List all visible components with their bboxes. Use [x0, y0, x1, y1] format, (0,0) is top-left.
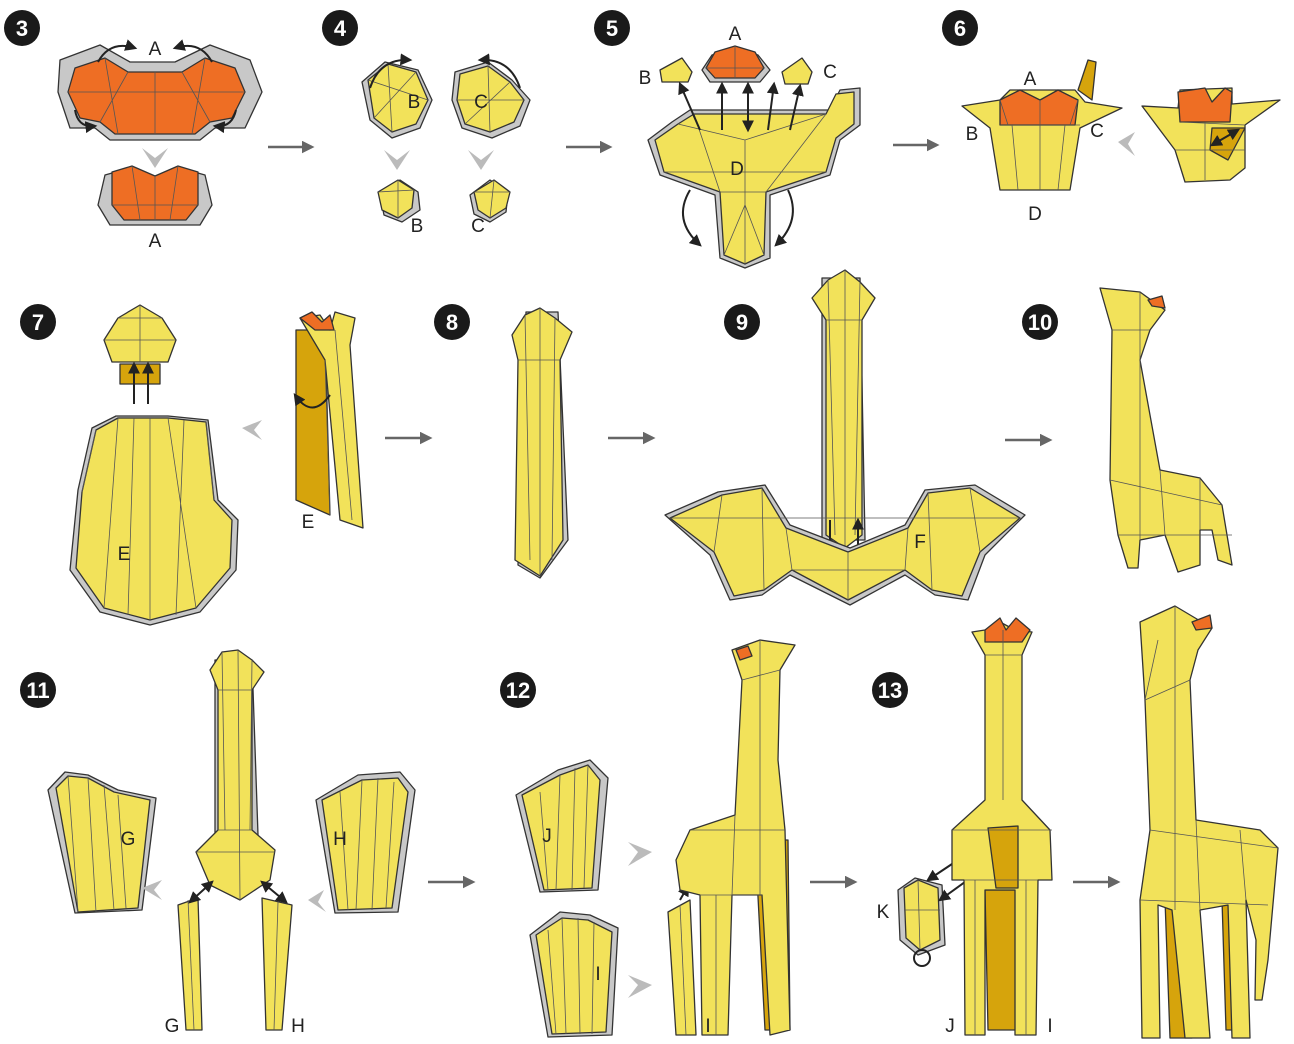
- label-b: B: [966, 124, 979, 145]
- label-a-top: A: [149, 39, 162, 60]
- label-a: A: [729, 24, 742, 45]
- label-j-leg: J: [945, 1016, 955, 1037]
- svg-text:8: 8: [446, 310, 458, 335]
- step-badge-9: 9: [724, 304, 760, 340]
- step-badge-11: 11: [20, 672, 56, 708]
- label-b-top: B: [408, 92, 421, 113]
- step-badge-10: 10: [1022, 304, 1058, 340]
- label-k: K: [877, 902, 890, 923]
- svg-text:7: 7: [32, 310, 44, 335]
- label-c-top: C: [474, 92, 488, 113]
- step-3-diagram: A A: [58, 39, 262, 252]
- label-h-bottom: H: [291, 1016, 305, 1037]
- step-badge-6: 6: [942, 10, 978, 46]
- svg-text:11: 11: [26, 678, 49, 703]
- step-10-diagram: [1100, 288, 1232, 572]
- step-12-diagram: J I: [516, 640, 795, 1037]
- label-b: B: [639, 68, 652, 89]
- svg-text:3: 3: [16, 16, 28, 41]
- svg-text:9: 9: [736, 310, 748, 335]
- step-11-diagram: G H G H: [48, 650, 415, 1037]
- svg-text:13: 13: [878, 678, 902, 703]
- label-e-small: E: [302, 512, 315, 533]
- label-b-bottom: B: [411, 216, 424, 237]
- label-j: J: [542, 826, 552, 847]
- step-8-diagram: [512, 308, 572, 578]
- label-i-leg: I: [1047, 1016, 1052, 1037]
- step-4-diagram: B C B C: [362, 60, 530, 237]
- step-badge-8: 8: [434, 304, 470, 340]
- label-a: A: [1024, 69, 1037, 90]
- step-badge-7: 7: [20, 304, 56, 340]
- label-i-piece: I: [595, 964, 600, 985]
- label-d: D: [1028, 204, 1042, 225]
- step-9-diagram: F: [665, 270, 1025, 605]
- label-d: D: [730, 159, 744, 180]
- label-i-leg: I: [705, 1016, 710, 1037]
- step-badge-12: 12: [500, 672, 536, 708]
- label-f: F: [914, 532, 926, 553]
- svg-text:12: 12: [506, 678, 530, 703]
- svg-text:6: 6: [954, 16, 966, 41]
- step-badge-3: 3: [4, 10, 40, 46]
- label-c: C: [823, 62, 837, 83]
- step-5-diagram: A B C D: [639, 24, 860, 268]
- step-7-diagram: E E: [70, 305, 363, 625]
- step-6-diagram: A B C D: [962, 60, 1280, 225]
- step-badge-5: 5: [594, 10, 630, 46]
- label-g-bottom: G: [165, 1016, 180, 1037]
- svg-text:4: 4: [334, 16, 347, 41]
- label-a-bottom: A: [149, 231, 162, 252]
- svg-text:10: 10: [1028, 310, 1052, 335]
- label-g-top: G: [121, 829, 136, 850]
- svg-text:5: 5: [606, 16, 618, 41]
- step-badge-13: 13: [872, 672, 908, 708]
- step-badge-4: 4: [322, 10, 358, 46]
- final-giraffe: [1140, 606, 1278, 1038]
- label-c: C: [1090, 121, 1104, 142]
- label-e-large: E: [118, 544, 131, 565]
- label-c-bottom: C: [471, 216, 485, 237]
- label-h-top: H: [333, 829, 347, 850]
